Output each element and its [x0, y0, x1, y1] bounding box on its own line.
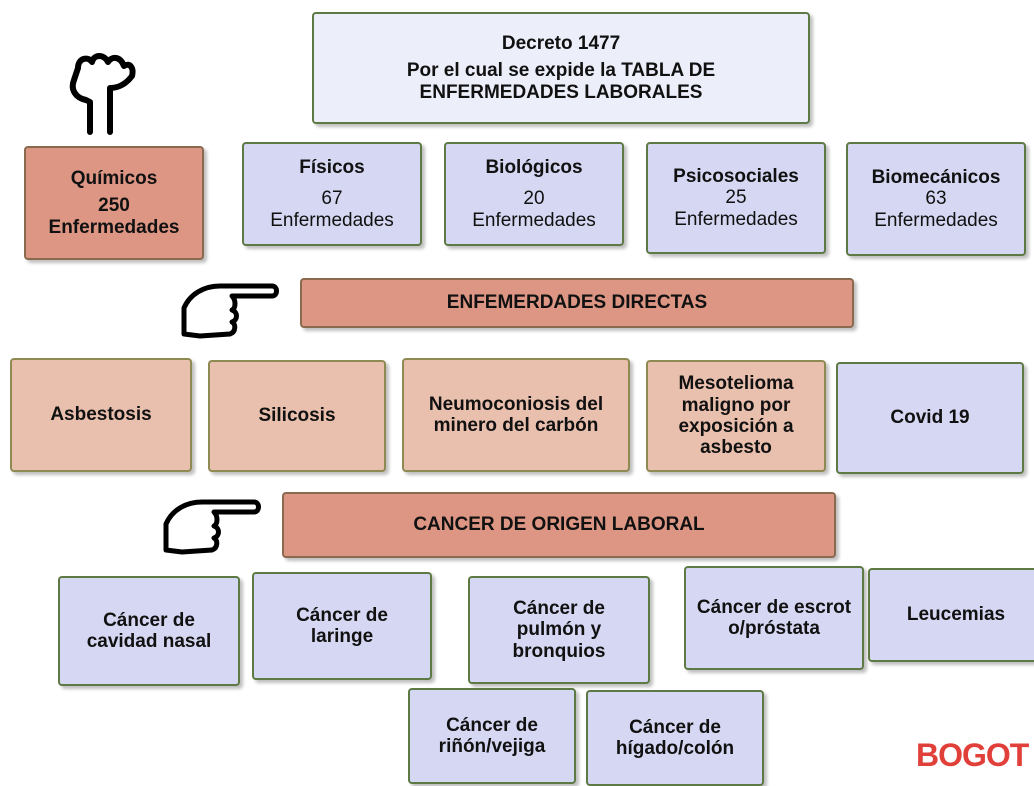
cancer-heading-label: CANCER DE ORIGEN LABORAL: [413, 514, 705, 536]
direct-item-neumoconiosis: Neumoconiosis del minero del carbón: [402, 358, 630, 472]
category-fisicos: Físicos 67 Enfermedades: [242, 142, 422, 246]
category-biomecanicos: Biomecánicos 63 Enfermedades: [846, 142, 1026, 256]
category-psicosociales: Psicosociales 25 Enfermedades: [646, 142, 826, 254]
category-name: Físicos: [299, 157, 365, 179]
direct-diseases-heading: ENFEMERDADES DIRECTAS: [300, 278, 854, 328]
cancer-item-higado: Cáncer de hígado/colón: [586, 690, 764, 786]
category-count: 250: [98, 195, 130, 217]
category-biologicos: Biológicos 20 Enfermedades: [444, 142, 624, 246]
category-count: 20: [523, 188, 545, 210]
category-count: 63: [925, 188, 947, 210]
direct-item-silicosis: Silicosis: [208, 360, 386, 472]
cancer-item-escroto: Cáncer de escroto/próstata: [684, 566, 864, 670]
hand-pointing-right-icon: [181, 283, 279, 339]
direct-item-label: Neumoconiosis del minero del carbón: [428, 393, 604, 436]
direct-item-label: Silicosis: [258, 405, 336, 427]
category-name: Psicosociales: [673, 166, 799, 188]
cancer-item-rinon: Cáncer de riñón/vejiga: [408, 688, 576, 784]
cancer-item-label: Cáncer de pulmón y bronquios: [512, 598, 606, 662]
category-name: Biomecánicos: [871, 167, 1001, 189]
category-count: 67: [321, 188, 343, 210]
category-quimicos: Químicos 250 Enfermedades: [24, 146, 204, 260]
direct-item-label: Asbestosis: [50, 404, 152, 426]
cancer-item-label: Cáncer de escroto/próstata: [696, 596, 852, 639]
category-name: Biológicos: [485, 157, 583, 179]
cancer-item-label: Cáncer de riñón/vejiga: [438, 714, 546, 757]
direct-item-asbestosis: Asbestosis: [10, 358, 192, 472]
hand-pointing-down-icon: [69, 53, 136, 135]
cancer-item-pulmon: Cáncer de pulmón y bronquios: [468, 576, 650, 684]
direct-item-mesotelioma: Mesotelioma maligno por exposición a asb…: [646, 360, 826, 472]
cancer-item-label: Cáncer de cavidad nasal: [86, 609, 212, 652]
category-count: 25: [725, 187, 747, 209]
direct-heading-label: ENFEMERDADES DIRECTAS: [446, 292, 708, 314]
decree-title-box: Decreto 1477 Por el cual se expide la TA…: [312, 12, 810, 124]
cancer-item-laringe: Cáncer de laringe: [252, 572, 432, 680]
direct-item-label: Covid 19: [890, 407, 970, 429]
category-unit: Enfermedades: [674, 208, 798, 230]
hand-pointing-right-icon: [163, 499, 261, 555]
decree-subtitle: Por el cual se expide la TABLA DE ENFERM…: [406, 60, 716, 103]
direct-item-covid: Covid 19: [836, 362, 1024, 474]
cancer-item-label: Cáncer de laringe: [296, 604, 388, 647]
cancer-heading: CANCER DE ORIGEN LABORAL: [282, 492, 836, 558]
category-unit: Enfermedades: [270, 209, 394, 231]
category-unit: Enfermedades: [874, 209, 998, 231]
bogota-logo: BOGOT: [916, 737, 1029, 773]
category-name: Químicos: [70, 168, 158, 190]
category-unit: Enfermedades: [472, 209, 596, 231]
cancer-item-label: Leucemias: [906, 604, 1006, 626]
cancer-item-leucemias: Leucemias: [868, 568, 1034, 662]
cancer-item-label: Cáncer de hígado/colón: [615, 716, 735, 759]
decree-title: Decreto 1477: [501, 33, 621, 55]
cancer-item-cavidad-nasal: Cáncer de cavidad nasal: [58, 576, 240, 686]
direct-item-label: Mesotelioma maligno por exposición a asb…: [678, 373, 794, 459]
category-unit: Enfermedades: [48, 216, 180, 238]
